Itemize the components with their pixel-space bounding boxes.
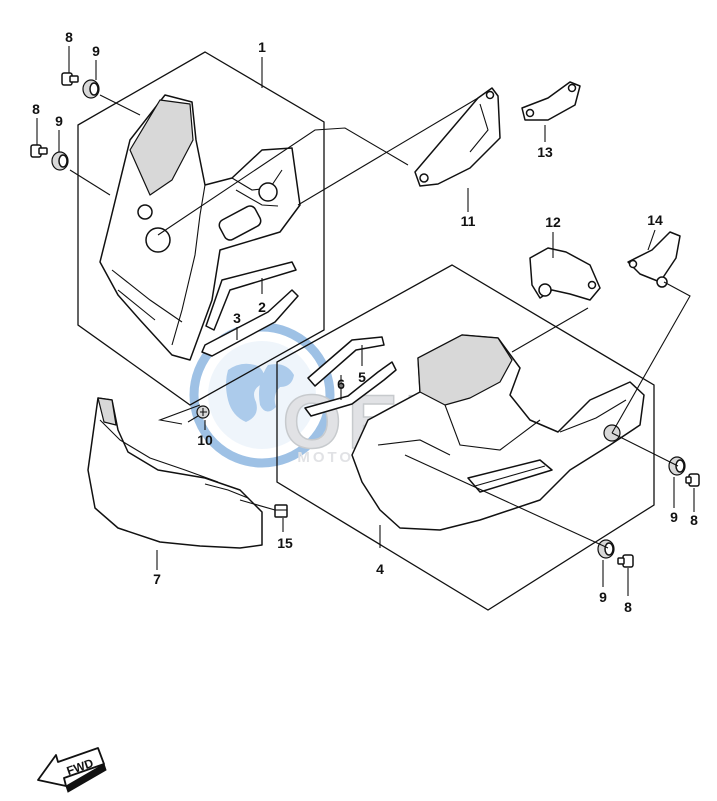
callout-9-top: 9: [92, 43, 100, 59]
part-2-trim: [205, 261, 297, 331]
callout-3: 3: [233, 310, 241, 326]
bolt-8-top-icon: [61, 72, 79, 86]
callout-9-left: 9: [55, 113, 63, 129]
callout-15: 15: [277, 535, 293, 551]
callout-7: 7: [153, 571, 161, 587]
callout-4: 4: [376, 561, 384, 577]
screw-10-icon: [187, 405, 210, 423]
callout-12: 12: [545, 214, 561, 230]
callout-9-right: 9: [670, 509, 678, 525]
fwd-arrow-icon: FWD: [37, 747, 107, 793]
part-5-trim: [307, 336, 385, 387]
grommet-9-top-icon: [82, 79, 100, 99]
part-3-trim: [201, 289, 299, 357]
callout-13: 13: [537, 144, 553, 160]
part-6-trim: [304, 361, 397, 417]
part-12-bracket: [529, 247, 601, 301]
callout-8-right: 8: [690, 512, 698, 528]
callout-10: 10: [197, 432, 213, 448]
callout-14: 14: [647, 212, 663, 228]
assembly-box-upper: [77, 51, 325, 406]
callout-8-top: 8: [65, 29, 73, 45]
callout-8-bottom: 8: [624, 599, 632, 615]
assembly-box-lower: [276, 264, 655, 611]
callout-8-left: 8: [32, 101, 40, 117]
part-1-side-panel: [99, 94, 301, 361]
part-7-under-cowl: [87, 397, 263, 549]
clip-nut-15-icon: [274, 504, 288, 518]
bolt-8-bottom-icon: [617, 554, 634, 568]
callout-9-bottom: 9: [599, 589, 607, 605]
bolt-8-left-icon: [30, 144, 48, 158]
bolt-8-right-icon: [685, 473, 700, 487]
grommet-9-left-icon: [51, 151, 69, 171]
part-11-bracket: [414, 87, 501, 187]
callout-1: 1: [258, 39, 266, 55]
callout-6: 6: [337, 376, 345, 392]
callout-2: 2: [258, 299, 266, 315]
part-14-bracket: [627, 231, 681, 288]
callout-11: 11: [461, 213, 476, 229]
leader-lines: [36, 46, 695, 596]
part-4-lower-cowl: [351, 334, 645, 531]
callouts: 1 8 9 8 9 13 11 12 14 2 3 5 6 10 15 7 4 …: [32, 29, 698, 615]
grommet-9-bottom-icon: [597, 539, 615, 559]
part-13-bracket: [521, 81, 581, 121]
callout-5: 5: [358, 369, 366, 385]
